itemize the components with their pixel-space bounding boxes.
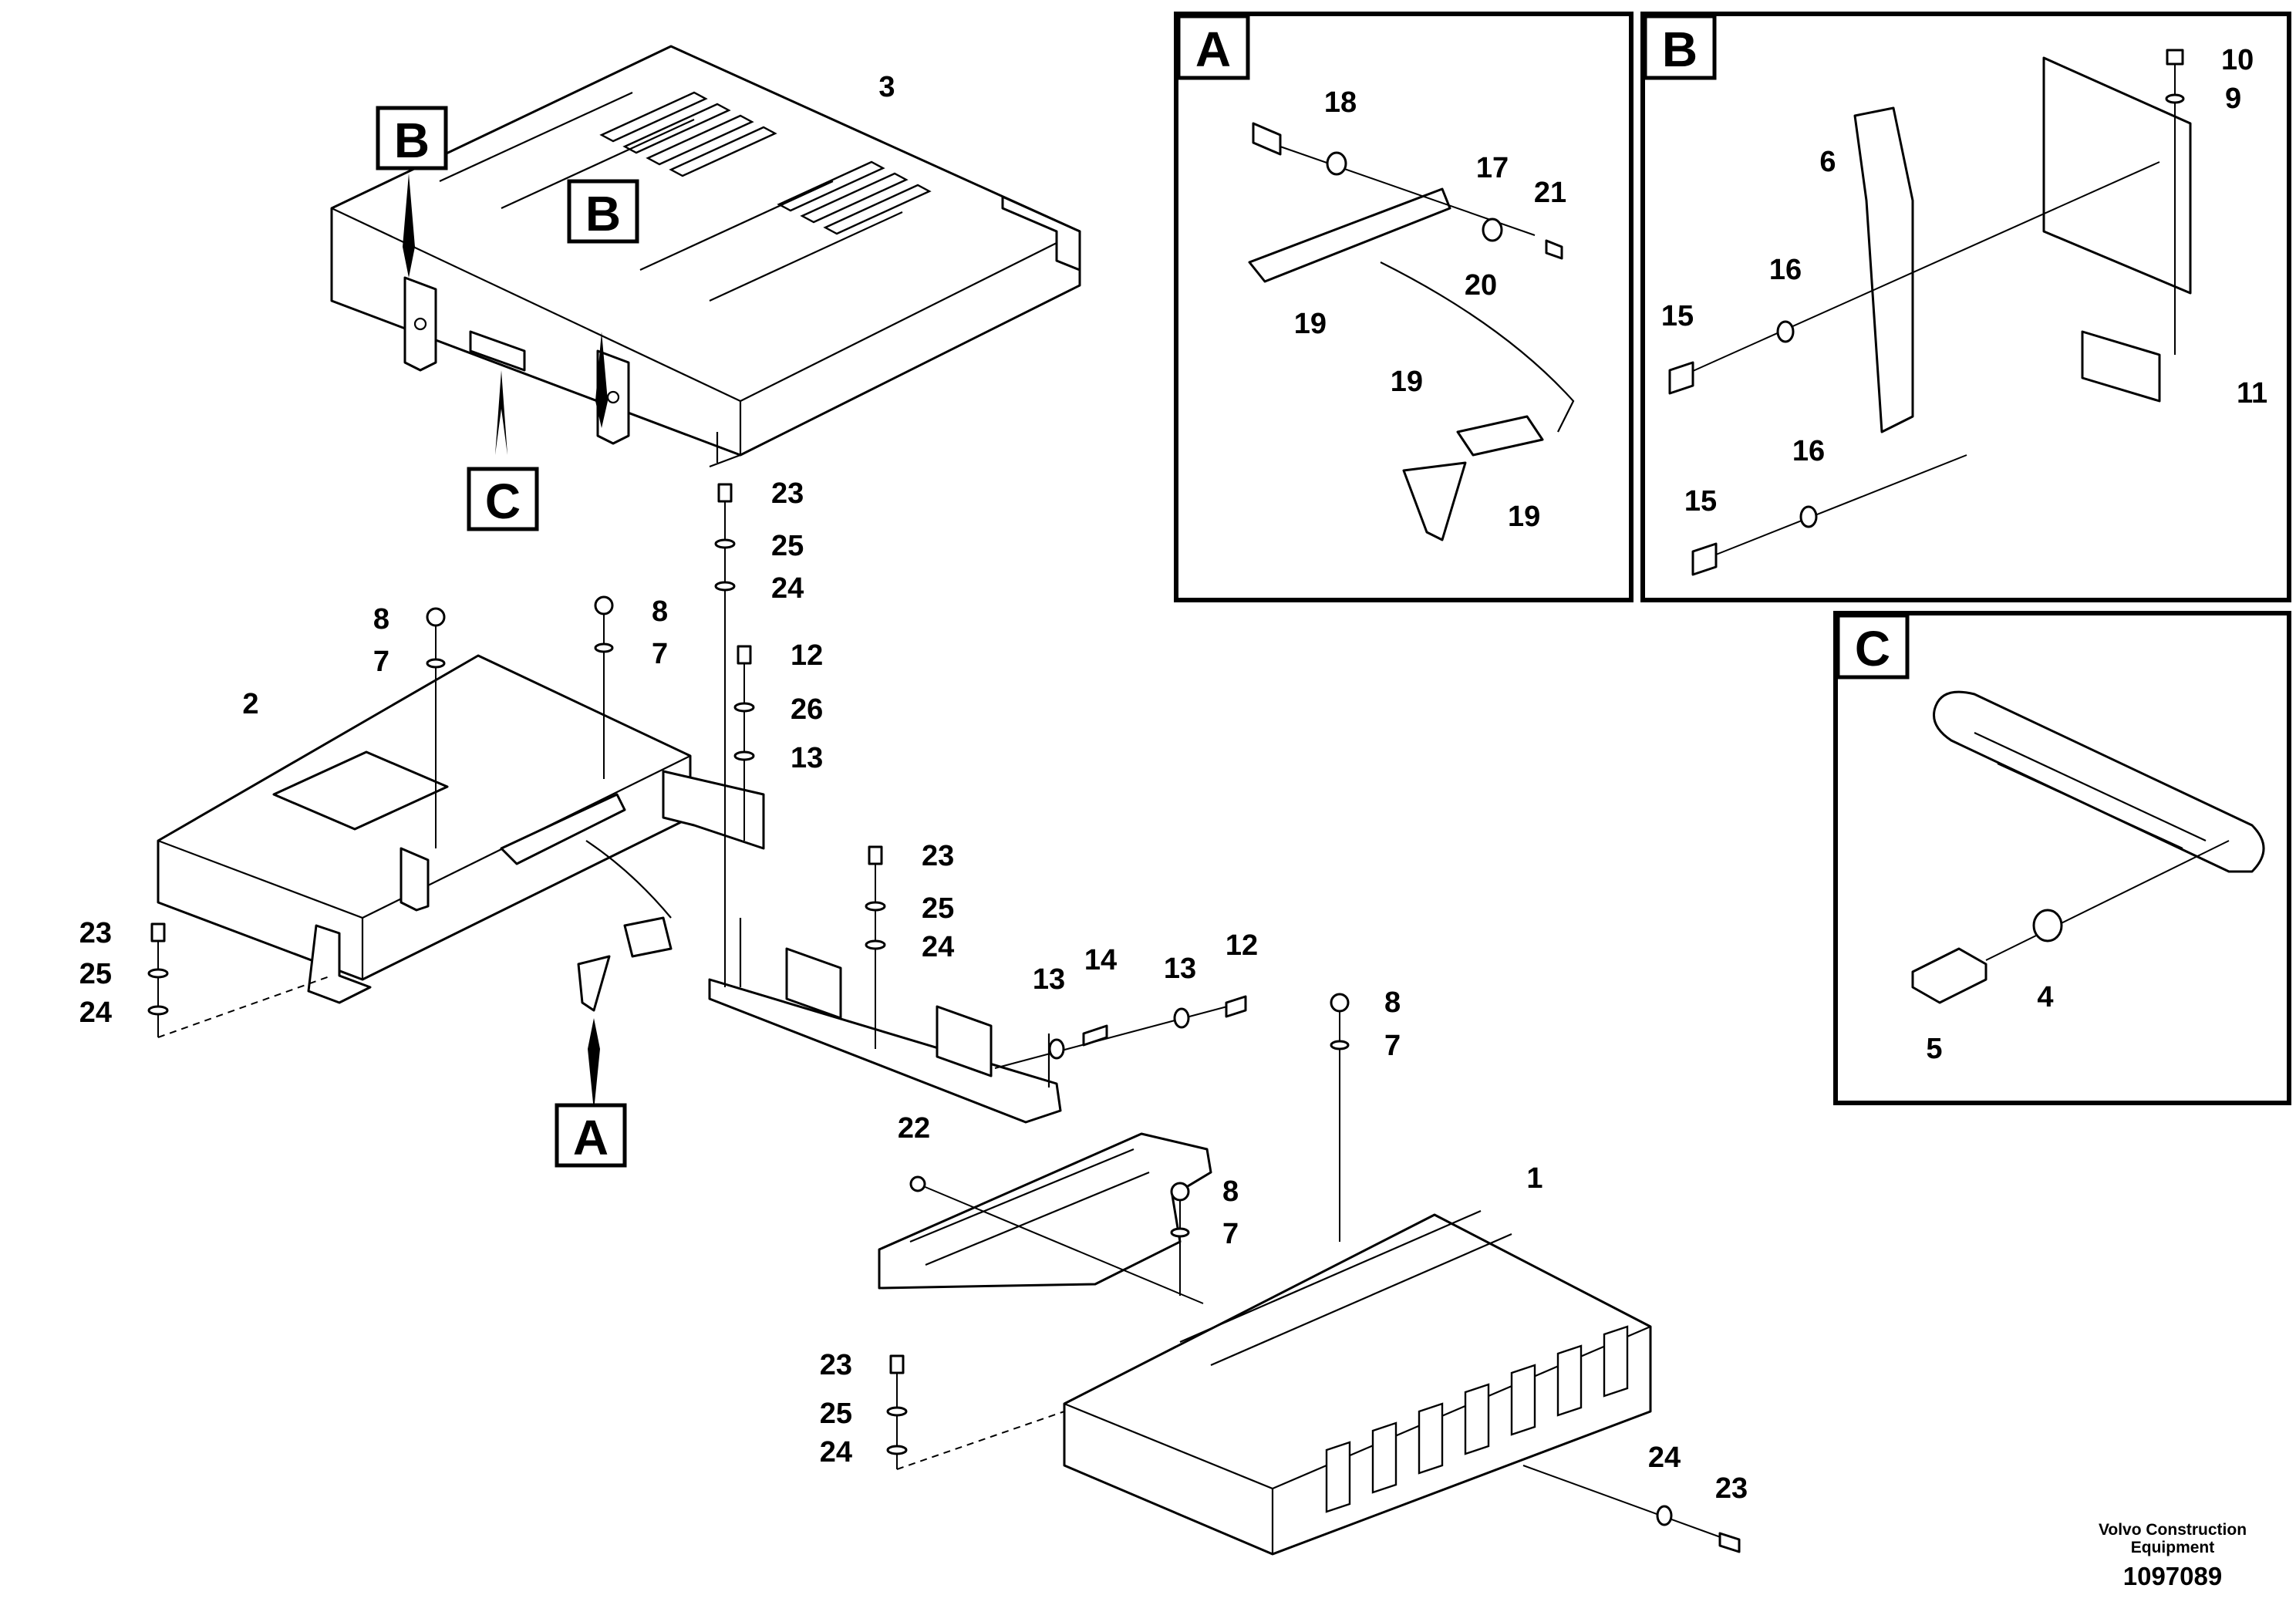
part-label-9: 9 [2225,83,2241,115]
part-label-24: 24 [771,572,804,605]
grille-22 [878,1132,1212,1290]
part-label-8: 8 [652,595,668,628]
part-label-13: 13 [1033,963,1065,996]
part-label-22: 22 [898,1112,930,1145]
part-label-25: 25 [79,958,112,990]
part-label-19: 19 [1391,366,1423,398]
part-label-15: 15 [1684,485,1717,518]
part-number-labels: 3 2 8 7 8 7 23 25 24 23 25 24 12 26 13 2… [79,44,2267,1505]
part-label-24: 24 [820,1436,852,1469]
part-label-21: 21 [1534,177,1566,209]
part-label-16: 16 [1792,435,1825,467]
part-label-11: 11 [2237,377,2267,410]
part-label-15: 15 [1661,300,1694,332]
view-label-c: C [1836,613,1910,679]
document-number: 1097089 [2123,1562,2222,1590]
part-label-7: 7 [373,646,389,678]
svg-text:A: A [573,1110,609,1165]
part-label-19: 19 [1508,501,1540,533]
part-label-8: 8 [373,603,389,636]
part-label-12: 12 [791,639,823,672]
part-label-16: 16 [1769,254,1802,286]
cover-1 [1063,1209,1652,1556]
part-label-13: 13 [791,742,823,774]
callout-b-2: B [567,179,639,244]
part-label-17: 17 [1476,152,1509,184]
view-label-b: B [1643,14,1717,80]
svg-text:B: B [1662,22,1698,77]
part-label-6: 6 [1819,146,1836,178]
part-label-8: 8 [1384,986,1401,1019]
fastener-leaders [147,483,1741,1553]
callout-a: A [555,1103,627,1168]
svg-text:B: B [585,186,621,241]
part-label-1: 1 [1526,1162,1542,1195]
part-label-10: 10 [2221,44,2254,76]
part-label-20: 20 [1465,269,1497,302]
callout-arrows [403,174,608,1111]
part-label-24: 24 [1648,1442,1681,1474]
part-label-13: 13 [1164,953,1196,985]
part-label-7: 7 [1384,1030,1401,1062]
part-label-4: 4 [2037,981,2053,1013]
detail-view-b [1640,12,2291,602]
part-label-24: 24 [922,931,954,963]
part-label-23: 23 [1715,1472,1748,1505]
part-label-12: 12 [1226,929,1258,962]
part-label-19: 19 [1294,308,1327,340]
part-label-3: 3 [878,71,895,103]
cover-2 [157,654,765,1012]
support-bracket [708,918,1062,1124]
part-label-25: 25 [922,892,954,925]
part-label-23: 23 [922,840,954,872]
callout-c: C [467,467,539,531]
part-label-25: 25 [820,1398,852,1430]
part-label-7: 7 [652,638,668,670]
brand-line-2: Equipment [2131,1539,2215,1556]
part-label-5: 5 [1926,1033,1942,1065]
part-label-18: 18 [1324,86,1357,119]
svg-text:A: A [1195,22,1231,77]
part-label-26: 26 [791,693,823,726]
part-label-14: 14 [1084,944,1117,976]
part-label-7: 7 [1222,1218,1239,1250]
brand-line-1: Volvo Construction [2099,1521,2247,1539]
view-label-a: A [1176,14,1250,80]
svg-text:C: C [485,474,521,529]
cover-3 [330,45,1081,468]
callout-b-1: B [376,106,448,170]
part-label-2: 2 [242,688,258,720]
part-label-25: 25 [771,530,804,562]
part-label-23: 23 [771,477,804,510]
detail-view-a [1174,12,1633,602]
part-label-23: 23 [820,1349,852,1381]
part-label-8: 8 [1222,1175,1239,1208]
svg-text:C: C [1855,621,1890,676]
part-label-24: 24 [79,996,112,1029]
detail-view-c [1833,611,2291,1105]
manufacturer-footer: Volvo Construction Equipment 1097089 [2099,1521,2247,1590]
svg-text:B: B [394,113,430,168]
part-label-23: 23 [79,917,112,949]
